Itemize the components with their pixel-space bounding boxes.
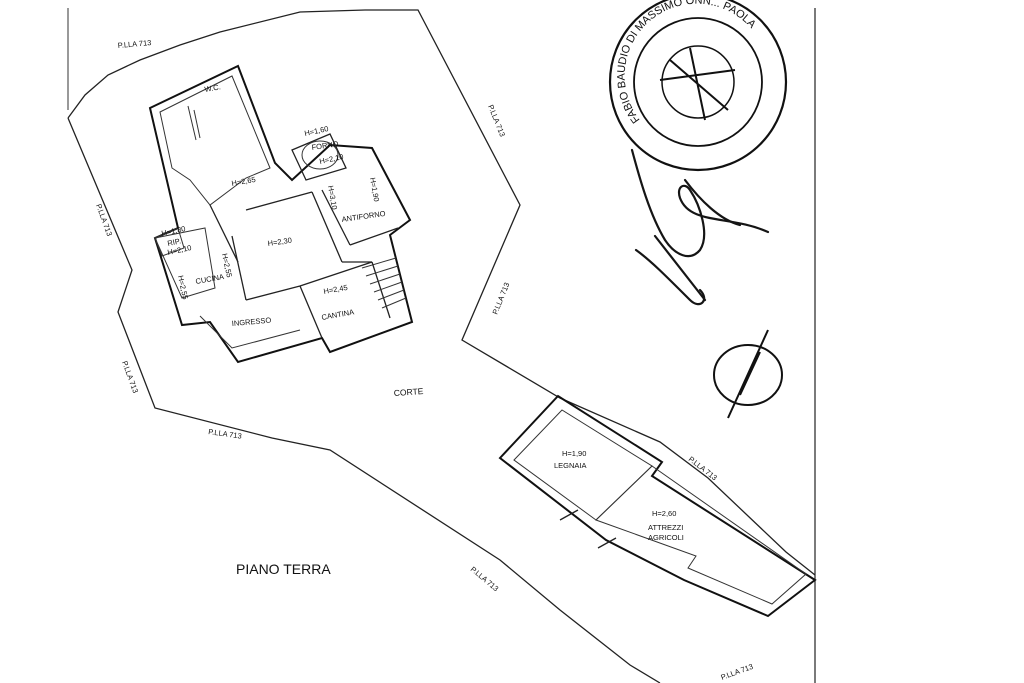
house-outline (148, 64, 414, 364)
courtyard-label: CORTE (393, 386, 424, 398)
forno-height-2: H=2,10 (319, 152, 345, 166)
legnaia-label: LEGNAIA (554, 461, 587, 470)
handwritten-signature (630, 148, 770, 306)
parcel-label-top: P.LLA 713 (117, 38, 151, 50)
rip-label: RIP. (167, 236, 182, 248)
parcel-label-right: P.LLA 713 (687, 454, 719, 482)
parcel-label-mid-right: P.LLA 713 (491, 281, 512, 316)
cantina-height: H=2,45 (323, 283, 349, 296)
room-wc-label: W.C. (204, 82, 222, 94)
cantina-label: CANTINA (321, 307, 355, 322)
notary-stamp: FABIO BAUDIO DI MASSIMO ONN... PAOLA (608, 0, 788, 172)
north-arrow-icon (713, 329, 783, 419)
forno-label: FORNO (311, 139, 339, 152)
ingresso-label: INGRESSO (231, 316, 271, 328)
room-h265-height: H=2,65 (231, 175, 257, 188)
parcel-boundary-left (67, 117, 661, 683)
parcel-label-left-lower: P.LLA 713 (120, 360, 140, 395)
antiforno-label: ANTIFORNO (341, 209, 386, 224)
cucina-height: H=2,55 (176, 275, 190, 301)
parcel-label-top-right: P.LLA 713 (486, 103, 507, 138)
staircase (361, 257, 407, 309)
antiforno-height-1: H=3,10 (326, 185, 339, 211)
room-h230-height: H=2,30 (267, 236, 292, 248)
outbuilding-outline (498, 394, 817, 618)
antiforno-height-2: H=1,90 (368, 177, 381, 203)
parcel-boundary (67, 9, 816, 576)
attrezzi-label: ATTREZZI (648, 523, 683, 532)
cucina-label: CUCINA (195, 272, 225, 286)
attrezzi-height: H=2,60 (652, 509, 676, 518)
oven-structure (291, 133, 347, 181)
plan-title: PIANO TERRA (236, 561, 331, 577)
legnaia-height: H=1,90 (562, 449, 586, 458)
parcel-label-bottom-right: P.LLA 713 (720, 662, 755, 682)
agricoli-label: AGRICOLI (648, 533, 684, 542)
parcel-label-bottom: P.LLA 713 (469, 565, 501, 594)
rip-height-1: H=1,80 (161, 224, 187, 238)
